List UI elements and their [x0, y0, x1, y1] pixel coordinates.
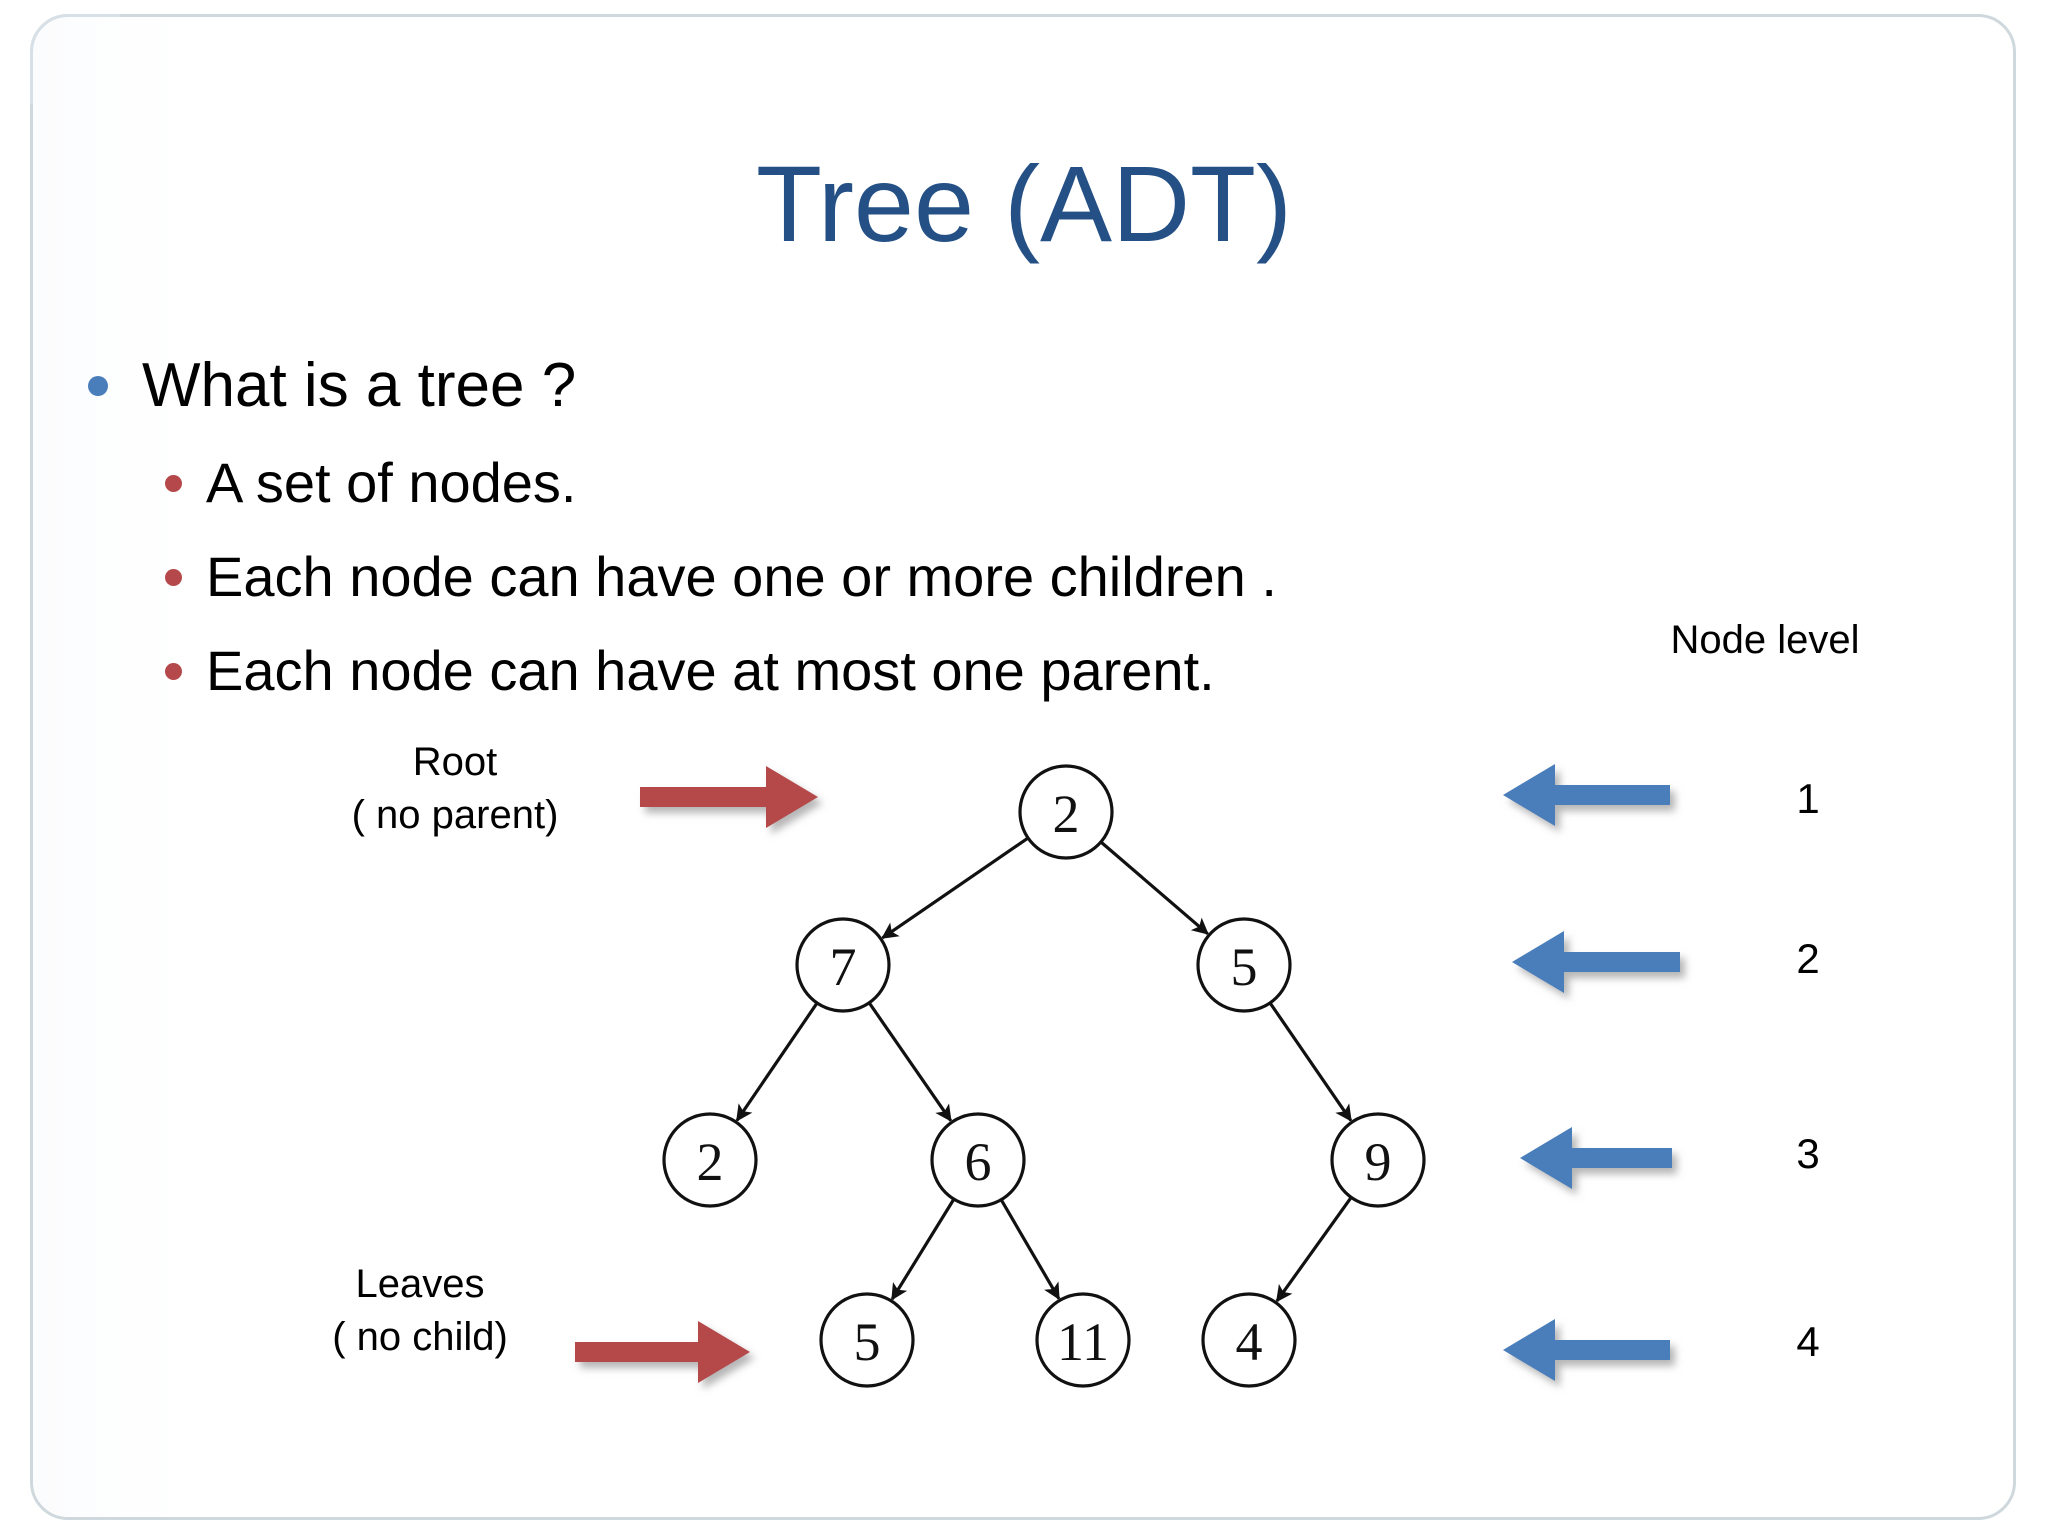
bullet-label: Each node can have one or more children … — [206, 545, 1277, 608]
bullet-dot-icon — [165, 474, 182, 492]
bullet-label: Each node can have at most one parent. — [206, 639, 1215, 702]
bullet-dot-icon — [165, 662, 182, 680]
root-label-line2: ( no parent) — [351, 793, 559, 837]
bullet-label: What is a tree ? — [142, 351, 577, 420]
bullet-label: A set of nodes. — [206, 451, 577, 514]
level-number-3: 3 — [1796, 1130, 1820, 1177]
bullet-item-each-node-parent: Each node can have at most one parent. — [165, 643, 1215, 699]
root-label-line1: Root — [412, 740, 498, 784]
page-title: Tree (ADT) — [756, 143, 1292, 264]
leaves-label-line2: ( no child) — [332, 1315, 508, 1359]
bullet-dot-icon — [88, 376, 108, 396]
bullet-item-each-node-children: Each node can have one or more children … — [165, 549, 1277, 605]
level-number-2: 2 — [1796, 935, 1820, 982]
level-number-4: 4 — [1796, 1318, 1820, 1365]
slide-corner-accent — [30, 14, 120, 104]
leaves-label-line1: Leaves — [355, 1262, 485, 1306]
bullet-item-a-set-of-nodes: A set of nodes. — [165, 455, 576, 511]
level-number-1: 1 — [1796, 775, 1820, 822]
slide-left-accent-band — [33, 17, 183, 1517]
node-level-heading: Node level — [1670, 618, 1860, 662]
bullet-item-what-is-a-tree: What is a tree ? — [88, 355, 576, 417]
bullet-dot-icon — [165, 568, 182, 586]
